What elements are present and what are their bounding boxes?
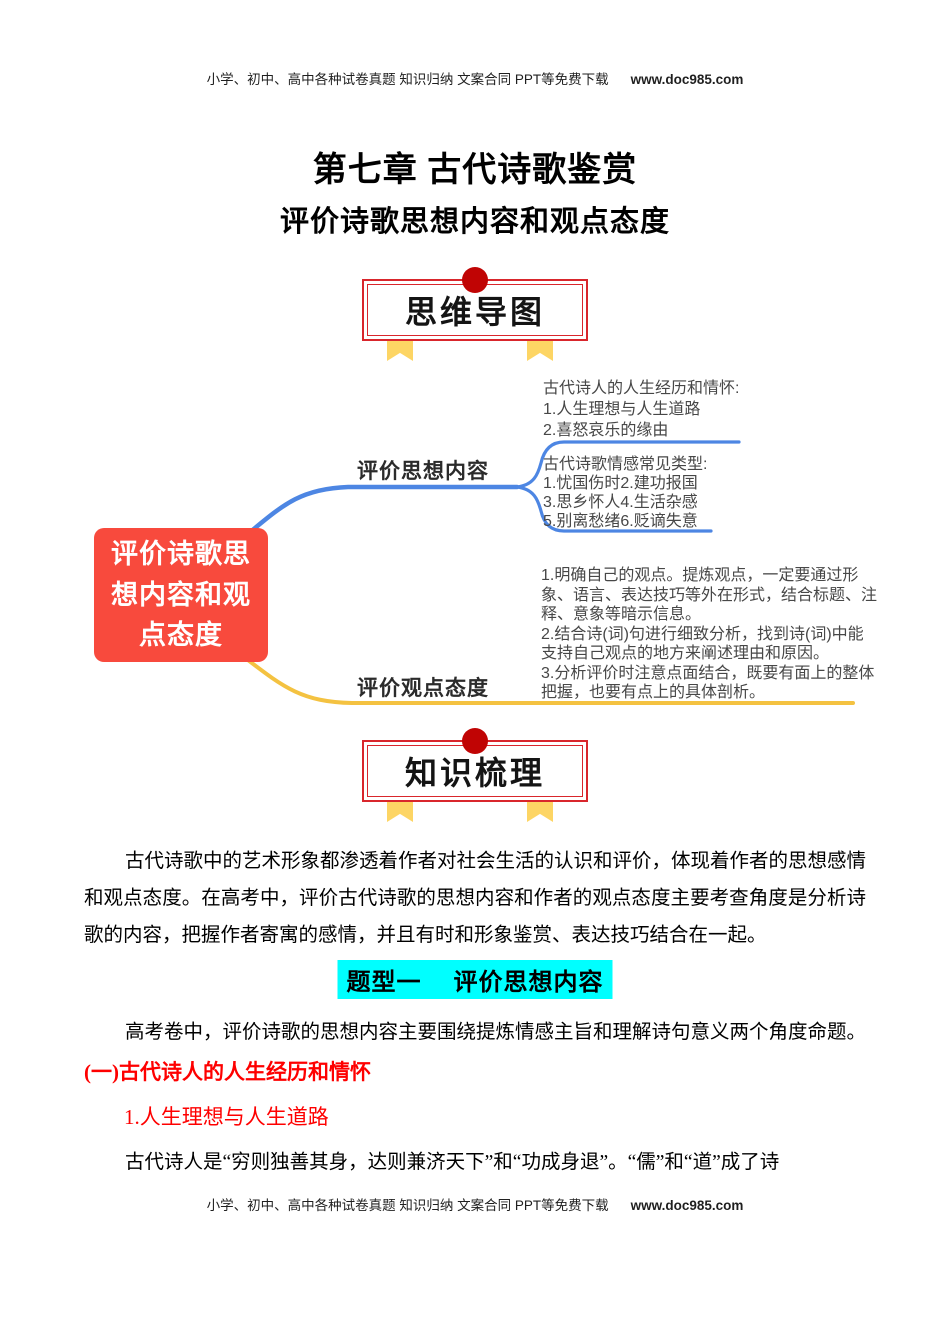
- mindmap-branch2-label: 评价观点态度: [357, 677, 489, 700]
- footer-site-url: www.doc985.com: [630, 1198, 744, 1213]
- branch2-curve: [238, 652, 855, 705]
- mindmap-banner: 思维导图: [362, 267, 588, 361]
- mindmap-banner-label: 思维导图: [404, 294, 545, 330]
- branch1-node1-line: [515, 440, 741, 489]
- red-dot-icon: [462, 728, 488, 754]
- mindmap-branch1-label: 评价思想内容: [357, 460, 489, 483]
- chapter-title: 第七章 古代诗歌鉴赏: [312, 152, 638, 189]
- banner-inner-frame: 知识梳理: [367, 745, 583, 797]
- mindmap-root-node: 评价诗歌思 想内容和观 点态度: [94, 528, 268, 662]
- page-header: 小学、初中、高中各种试卷真题 知识归纳 文案合同 PPT等免费下载 www.doc…: [0, 68, 950, 88]
- footer-text: 小学、初中、高中各种试卷真题 知识归纳 文案合同 PPT等免费下载: [206, 1198, 609, 1213]
- type-intro-paragraph: 高考卷中，评价诗歌的思想内容主要围绕提炼情感主旨和理解诗句意义两个角度命题。: [125, 1022, 867, 1043]
- knowledge-banner: 知识梳理: [362, 728, 588, 822]
- banner-frame: 思维导图: [362, 279, 588, 341]
- page-footer: 小学、初中、高中各种试卷真题 知识归纳 文案合同 PPT等免费下载 www.doc…: [0, 1194, 950, 1214]
- branch1-curve: [235, 484, 520, 545]
- header-text: 小学、初中、高中各种试卷真题 知识归纳 文案合同 PPT等免费下载: [206, 72, 609, 87]
- mindmap-branch1-node2: 古代诗歌情感常见类型: 1.忧国伤时2.建功报国 3.思乡怀人4.生活杂感 5.…: [543, 456, 708, 530]
- banner-frame: 知识梳理: [362, 740, 588, 802]
- red-dot-icon: [462, 267, 488, 293]
- mindmap-diagram: 评价诗歌思 想内容和观 点态度 评价思想内容 评价观点态度 古代诗人的人生经历和…: [0, 370, 950, 732]
- mindmap-branch2-node: 1.明确自己的观点。提炼观点，一定要通过形 象、语言、表达技巧等外在形式，结合标…: [541, 567, 878, 701]
- knowledge-intro-paragraph: 古代诗歌中的艺术形象都渗透着作者对社会生活的认识和评价，体现着作者的思想感情和观…: [84, 851, 867, 946]
- sub-heading-1-1: 1.人生理想与人生道路: [124, 1105, 329, 1129]
- mindmap-branch1-node1: 古代诗人的人生经历和情怀: 1.人生理想与人生道路 2.喜怒哀乐的缘由: [543, 380, 740, 439]
- sub-heading-1: (一)古代诗人的人生经历和情怀: [84, 1060, 371, 1084]
- header-site-url: www.doc985.com: [630, 72, 744, 87]
- body-paragraph: 古代诗人是“穷则独善其身，达则兼济天下”和“功成身退”。“儒”和“道”成了诗: [125, 1152, 780, 1173]
- section-subtitle: 评价诗歌思想内容和观点态度: [279, 206, 670, 238]
- knowledge-banner-label: 知识梳理: [404, 755, 545, 791]
- banner-inner-frame: 思维导图: [367, 284, 583, 336]
- question-type-heading: 题型一 评价思想内容: [337, 960, 613, 999]
- branch1-node2-line: [515, 485, 713, 533]
